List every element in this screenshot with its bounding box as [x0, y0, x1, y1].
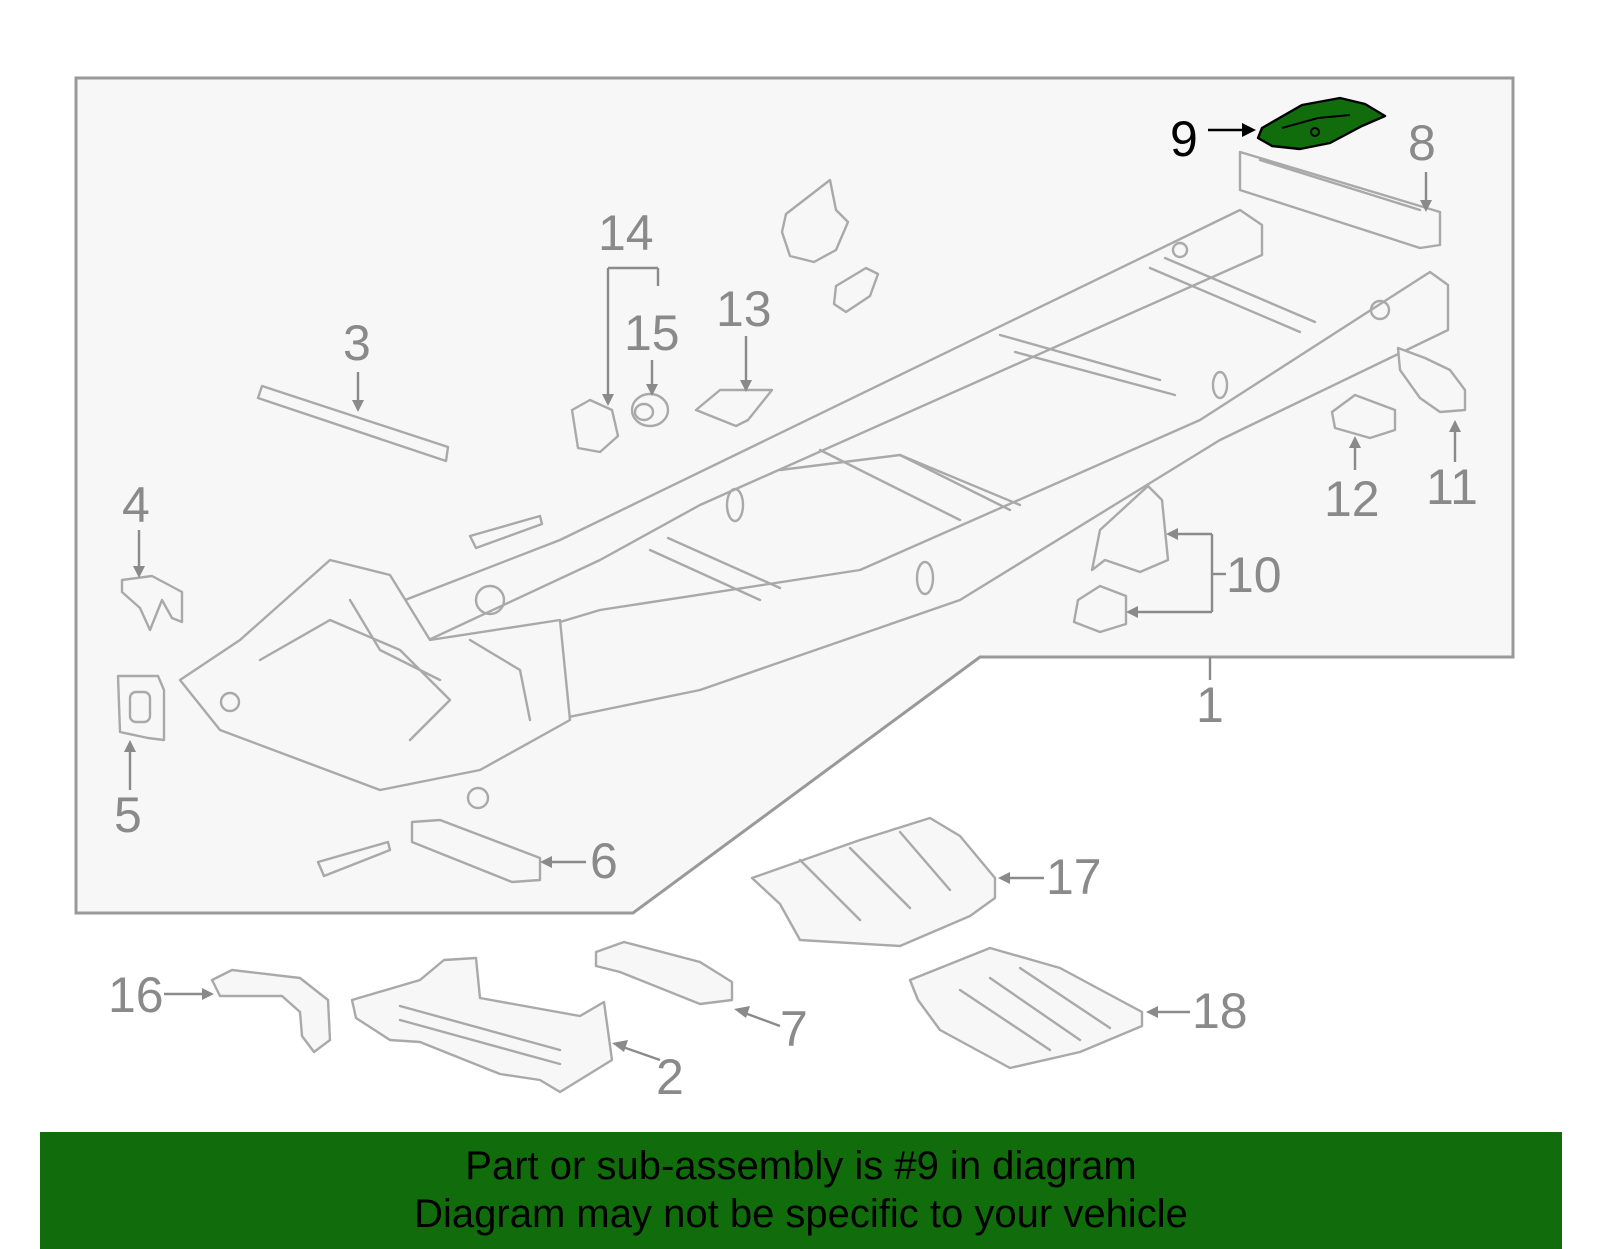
rear-crossmember: [1238, 150, 1442, 250]
part-10-lower: [1072, 584, 1128, 634]
callout-1: 1: [1196, 677, 1224, 733]
callout-13: 13: [716, 281, 772, 337]
part-14-mount: [570, 398, 620, 454]
part-13-bracket: [694, 388, 774, 428]
callout-2: 2: [656, 1049, 684, 1105]
bolt-upper: [468, 514, 544, 550]
callout-10: 10: [1226, 547, 1282, 603]
part-15-bushing: [630, 392, 670, 428]
part-6-mount: [410, 818, 542, 884]
banner-line-1: Part or sub-assembly is #9 in diagram: [465, 1144, 1137, 1188]
nut: [466, 786, 490, 810]
callout-9-highlighted: 9: [1170, 111, 1198, 167]
part-3-rod: [256, 384, 450, 463]
callout-4: 4: [122, 477, 150, 533]
part-4-bracket: [120, 574, 184, 632]
callout-12: 12: [1324, 471, 1380, 527]
callout-18: 18: [1192, 983, 1248, 1039]
bolt-lower: [316, 840, 392, 878]
part-9-highlighted[interactable]: [1256, 96, 1387, 151]
part-5-plate: [116, 674, 166, 742]
callout-11: 11: [1426, 459, 1478, 515]
banner-line-2: Diagram may not be specific to your vehi…: [414, 1192, 1188, 1236]
callout-14: 14: [598, 205, 654, 261]
part-2-crossmember: [350, 956, 614, 1094]
callout-6: 6: [590, 833, 618, 889]
callout-7: 7: [780, 1001, 808, 1057]
part-11-bracket: [1396, 346, 1467, 414]
callout-17: 17: [1046, 849, 1102, 905]
callout-labels: 1 2 3 4 5 6 7 8 9 10 11 12 13 14 15 16 1…: [108, 111, 1478, 1105]
callout-16: 16: [108, 967, 164, 1023]
callout-8: 8: [1408, 115, 1436, 171]
part-7-mount: [594, 940, 734, 1006]
callout-5: 5: [114, 787, 142, 843]
part-16-hook: [210, 968, 332, 1054]
leader-lines: [124, 123, 1461, 1062]
callout-15: 15: [624, 305, 680, 361]
upper-bracket: [780, 178, 850, 264]
part-18-skid-plate: [908, 946, 1144, 1070]
part-10-upper: [1090, 484, 1170, 574]
info-banner: Part or sub-assembly is #9 in diagram Di…: [40, 1132, 1562, 1249]
part-12-mount: [1330, 393, 1397, 440]
frame-assembly[interactable]: [178, 150, 1450, 792]
callout-3: 3: [343, 315, 371, 371]
upper-bracket-small: [832, 266, 880, 314]
part-17-skid-plate: [750, 816, 997, 948]
